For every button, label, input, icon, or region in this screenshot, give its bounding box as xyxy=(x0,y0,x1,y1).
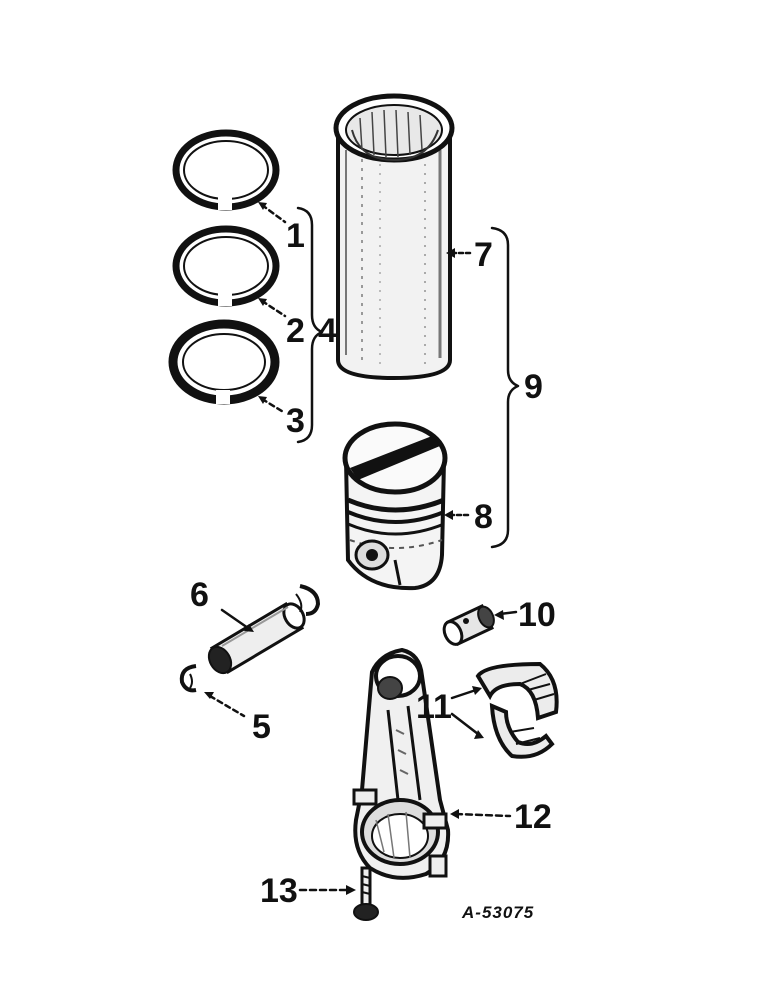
callout-9: 9 xyxy=(524,368,543,406)
callout-5: 5 xyxy=(252,708,271,746)
pin-bushing-icon xyxy=(442,603,495,647)
leader-line-13 xyxy=(298,885,356,895)
bearing-shell-icon xyxy=(475,661,559,759)
callout-7: 7 xyxy=(474,236,493,274)
callout-12: 12 xyxy=(514,798,552,836)
leader-line-12 xyxy=(450,809,512,819)
piston-ring-3-icon xyxy=(168,319,280,405)
snap-ring-icon xyxy=(179,584,321,693)
piston-ring-1-icon xyxy=(172,129,280,211)
leader-line-7 xyxy=(446,248,472,258)
piston-ring-2-icon xyxy=(172,225,280,307)
callout-13: 13 xyxy=(260,872,298,910)
leader-line-5 xyxy=(204,692,246,718)
piston-icon xyxy=(342,421,448,591)
leader-lines-11 xyxy=(450,686,484,739)
reference-code: A-53075 xyxy=(461,903,534,922)
callout-3: 3 xyxy=(286,402,305,440)
rod-bolt-icon xyxy=(353,866,379,921)
piston-pin-icon xyxy=(207,601,306,675)
callout-6: 6 xyxy=(190,576,209,614)
callout-10: 10 xyxy=(518,596,556,634)
connecting-rod-icon xyxy=(352,647,451,880)
callout-11: 11 xyxy=(416,688,452,726)
callout-8: 8 xyxy=(474,498,493,536)
leader-lines-rings xyxy=(258,202,287,415)
leader-line-6 xyxy=(220,608,254,632)
callout-2: 2 xyxy=(286,312,305,350)
cylinder-sleeve-icon xyxy=(333,93,455,381)
sleeve-piston-bracket xyxy=(490,226,520,549)
ring-set-bracket xyxy=(296,206,324,444)
callout-1: 1 xyxy=(286,217,305,255)
leader-line-8 xyxy=(444,510,470,520)
leader-line-10 xyxy=(494,610,518,620)
callout-4: 4 xyxy=(318,312,337,350)
